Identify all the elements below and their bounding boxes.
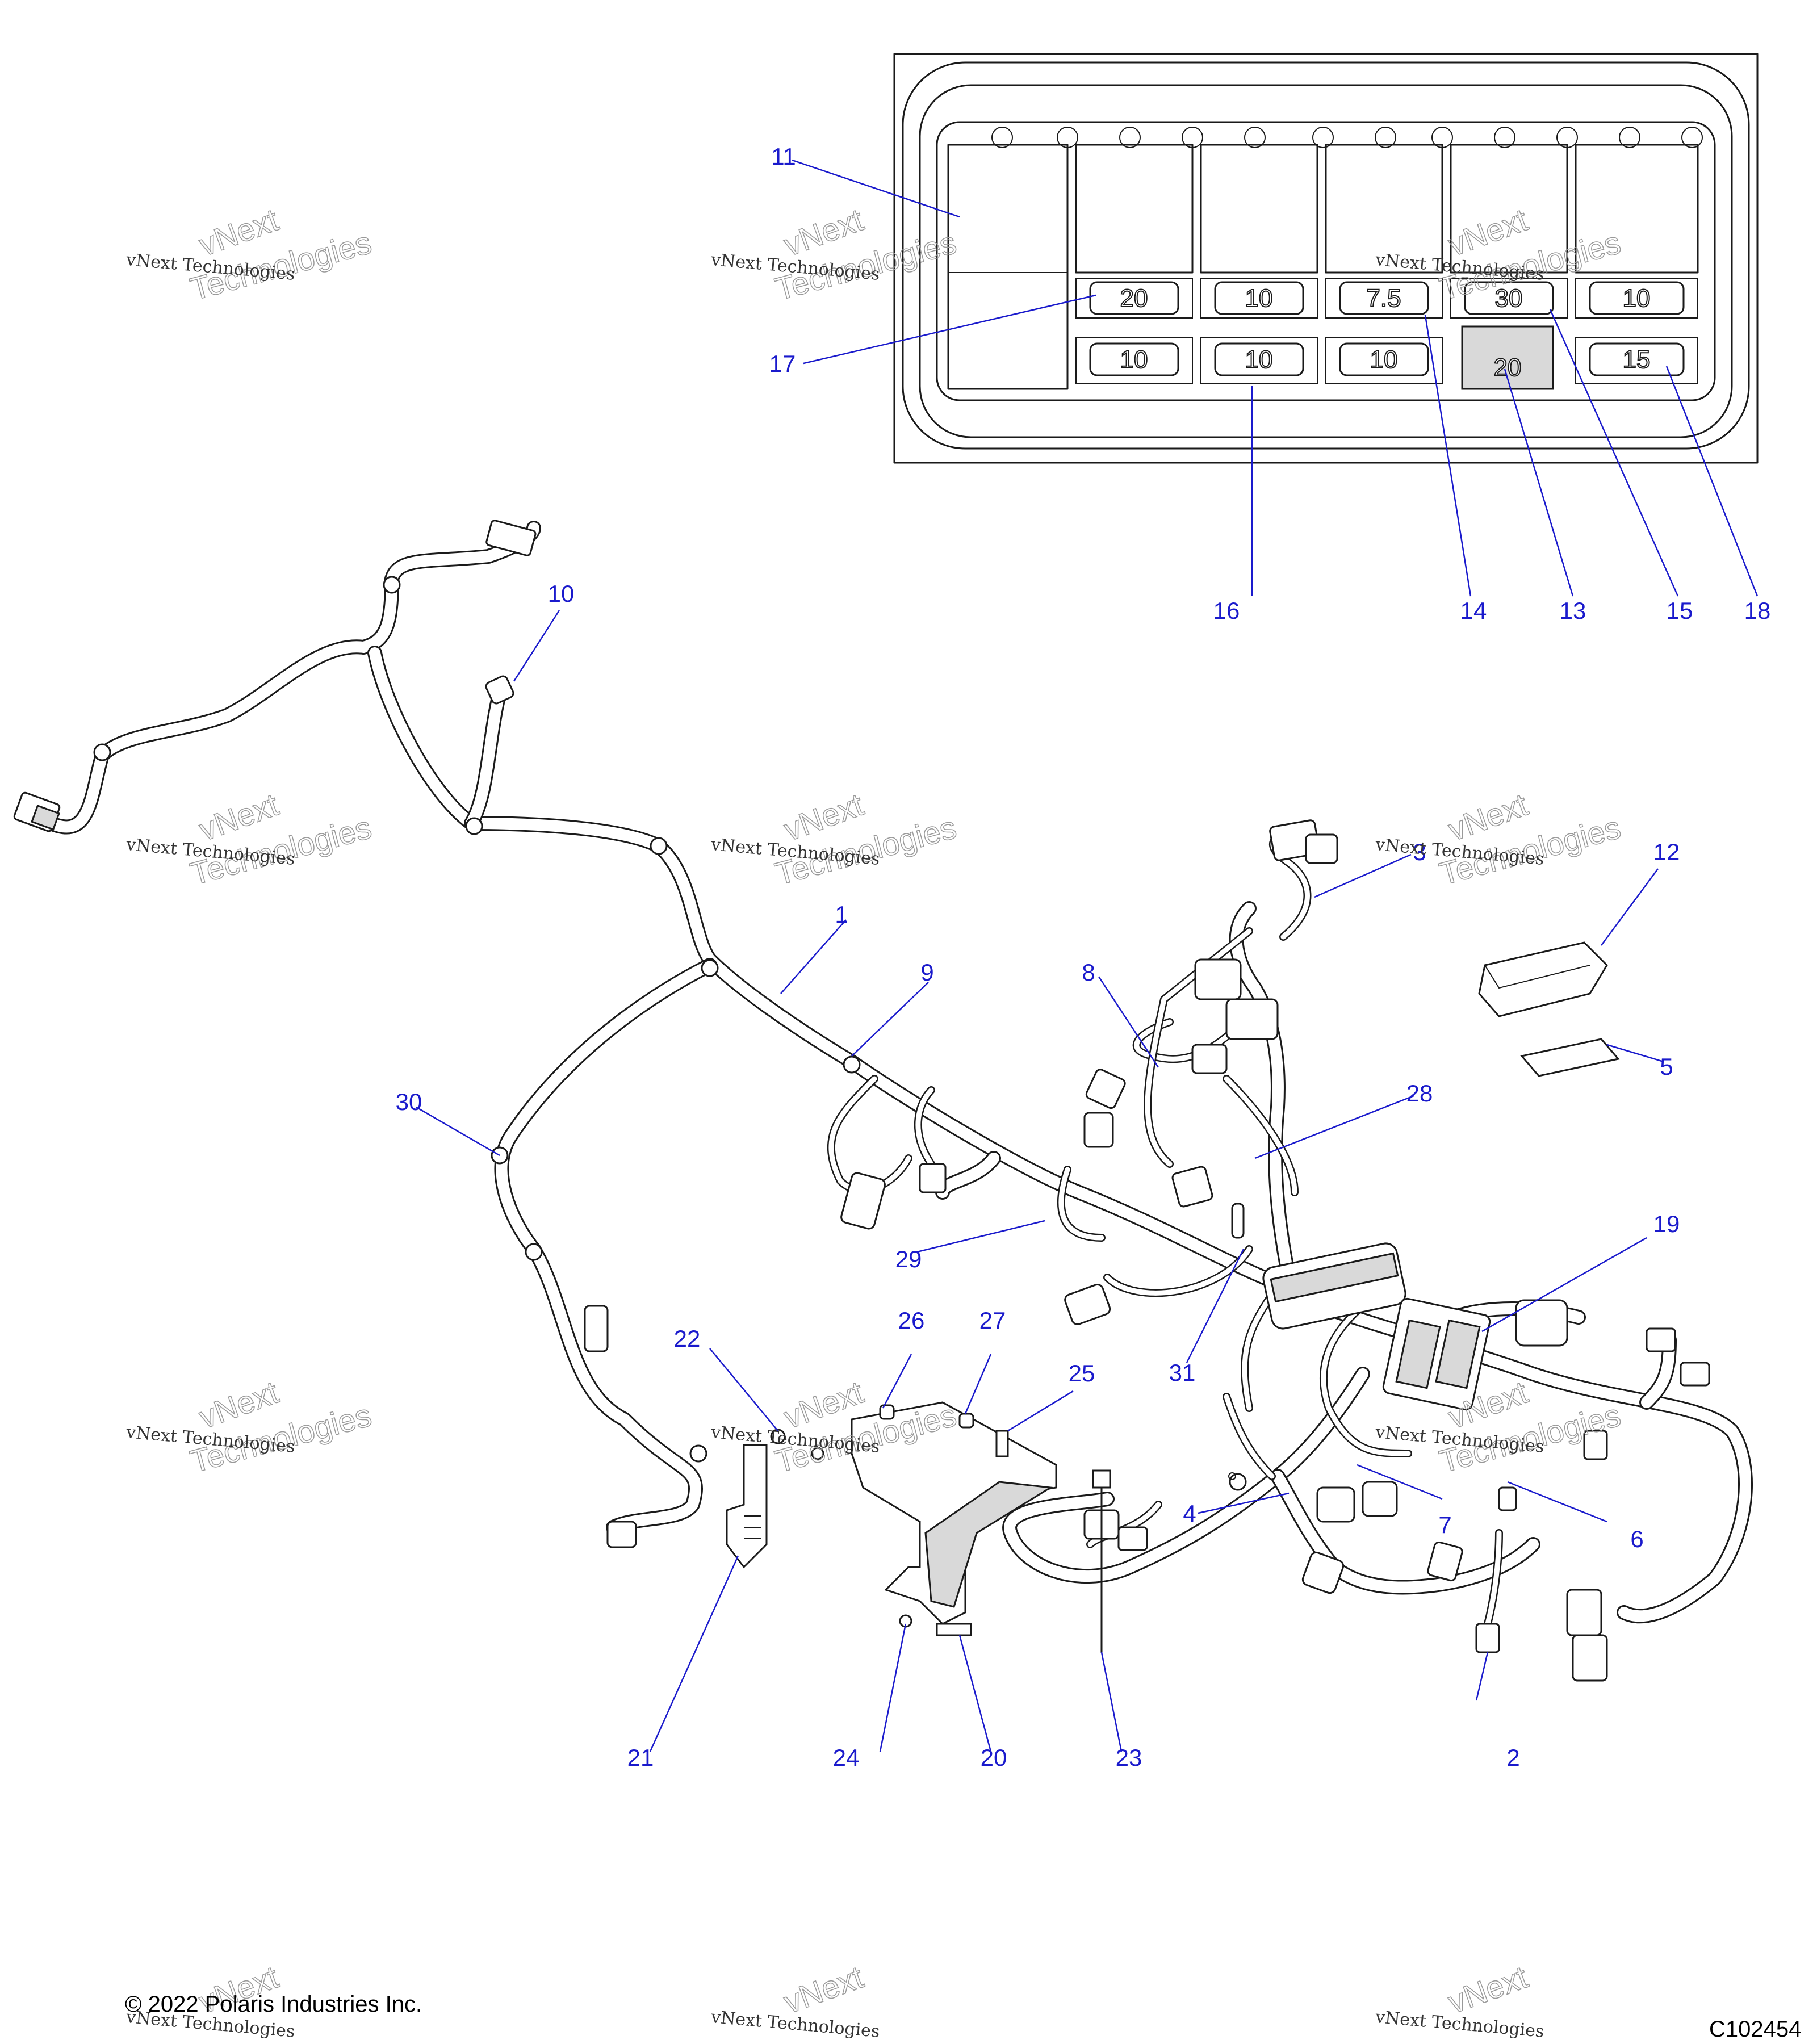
fuse-label-r1c2: 10 [1245,284,1273,312]
brackets [726,1401,1057,1636]
callout-leaders [416,159,1759,1752]
figure-id: C102454 [1709,2017,1802,2042]
callout-10: 10 [548,580,575,607]
watermark-big-21: vNext [1443,1959,1532,2020]
callout-24: 24 [833,1744,860,1771]
fuse-box-detail: 20 10 7.5 30 10 10 10 10 20 15 [893,53,1759,464]
callout-3: 3 [1413,839,1426,865]
fuse-label-r2c1: 10 [1120,346,1148,374]
fuse-label-r1c5: 10 [1623,284,1651,312]
fuse-label-r2c3: 10 [1370,346,1398,374]
callout-14: 14 [1460,597,1487,624]
callout-4: 4 [1183,1500,1196,1527]
callout-2: 2 [1506,1744,1519,1771]
callout-11: 11 [771,143,796,170]
callout-21: 21 [627,1744,654,1771]
callout-1: 1 [835,901,848,928]
callout-31: 31 [1169,1359,1196,1386]
callout-7: 7 [1438,1511,1451,1538]
callout-8: 8 [1082,959,1095,986]
callout-17: 17 [769,350,796,377]
callout-23: 23 [1116,1744,1142,1771]
callout-25: 25 [1069,1360,1095,1387]
callout-16: 16 [1213,597,1240,624]
fuse-label-r2c2: 10 [1245,346,1273,374]
callout-28: 28 [1406,1080,1433,1107]
callout-9: 9 [920,959,933,986]
fuse-label-r1c4: 30 [1495,284,1523,312]
fuse-label-r1c3: 7.5 [1366,284,1401,312]
fuse-label-r1c1: 20 [1120,284,1148,312]
callout-20: 20 [981,1744,1007,1771]
callout-labels: 11 17 16 14 13 15 18 10 1 9 8 3 12 5 28 … [396,143,1771,1771]
callout-12: 12 [1653,839,1680,865]
callout-22: 22 [674,1325,701,1352]
callout-13: 13 [1560,597,1586,624]
watermarks: vNext Technologies vNext Technologies vN… [125,201,1625,2042]
callout-18: 18 [1744,597,1771,624]
harness-connectors [13,520,1710,1682]
fuse-label-r2c5: 15 [1623,346,1651,374]
callout-19: 19 [1653,1211,1680,1237]
callout-26: 26 [898,1307,925,1334]
callout-6: 6 [1630,1526,1643,1552]
callout-15: 15 [1667,597,1693,624]
copyright-notice: © 2022 Polaris Industries Inc. [125,1992,422,2017]
callout-5: 5 [1660,1053,1673,1080]
callout-30: 30 [396,1088,422,1115]
watermark-big-20: vNext [779,1959,868,2020]
callout-27: 27 [979,1307,1006,1334]
callout-29: 29 [895,1246,922,1272]
